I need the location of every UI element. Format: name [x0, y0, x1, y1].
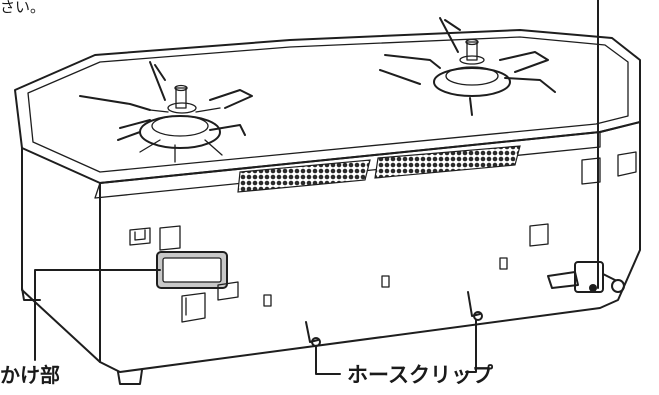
hose-clip-left	[305, 321, 321, 347]
front-face	[21, 121, 641, 373]
gas-inlet	[547, 261, 625, 293]
left-burner	[79, 61, 253, 163]
top-panel	[14, 29, 641, 184]
top-caption-fragment: さい。	[0, 0, 46, 16]
left-grille	[237, 159, 371, 193]
front-brackets	[129, 151, 637, 323]
grip-recess	[156, 251, 228, 289]
right-grille	[374, 145, 521, 179]
clip-leader-line-right	[465, 319, 477, 373]
clip-leader-line-left	[315, 345, 341, 375]
hose-clip-label: ホースクリップ	[347, 363, 493, 387]
grip-recess-label: かけ部	[0, 363, 60, 387]
grip-leader-line	[34, 269, 161, 361]
grille-strip	[94, 131, 601, 199]
leader-lines	[34, 0, 599, 375]
right-burner	[379, 17, 556, 116]
hose-clip-right	[467, 291, 483, 321]
